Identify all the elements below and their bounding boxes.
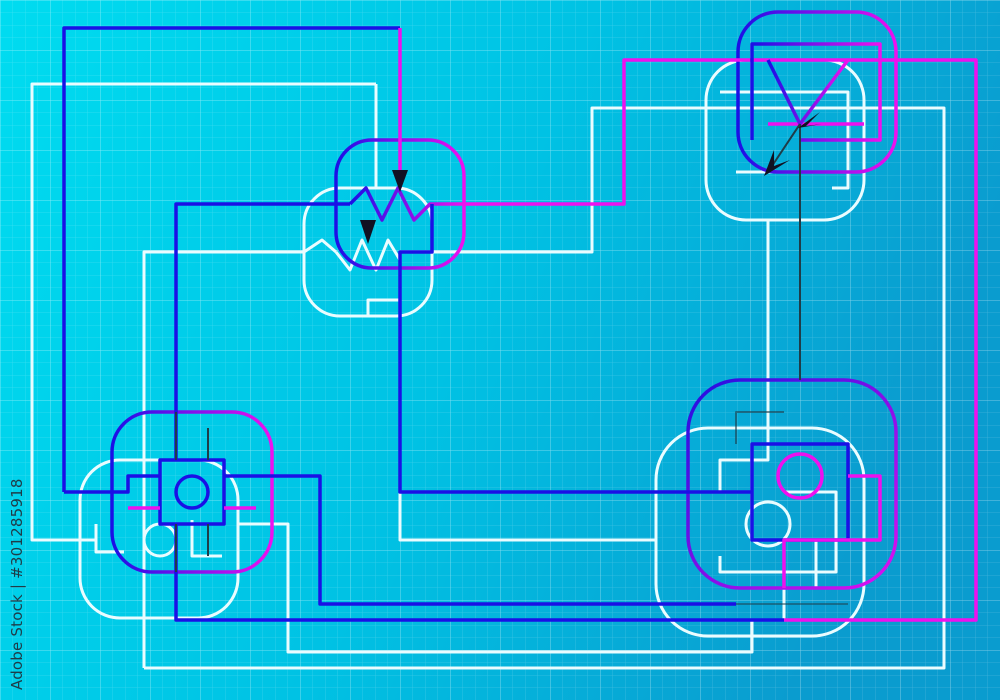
bl-core-box [158, 458, 226, 526]
blue-wire-3 [398, 204, 688, 494]
bl-wire-c [224, 474, 736, 606]
ghost-wire-4 [144, 106, 946, 670]
component-top-right [736, 10, 898, 174]
ghost-wire-13 [190, 520, 222, 558]
br-core-circle [776, 452, 824, 500]
ghost-wire-1 [30, 82, 376, 542]
blue-wire-2 [174, 202, 350, 460]
ghost-circle-right [744, 500, 792, 548]
br-wire-a [782, 474, 882, 588]
ghost-component-bottom-right [654, 426, 866, 638]
arrow-resistor-1 [392, 170, 408, 192]
transistor-frame [750, 42, 882, 142]
ghost-wire-12 [94, 524, 124, 554]
arrow-layer [360, 112, 822, 244]
bl-core-circle [174, 474, 210, 510]
ghost-resistor [334, 238, 402, 272]
arrow-transistor-1 [798, 112, 822, 128]
bl-wire-a [64, 474, 160, 494]
ghost-wire-3 [142, 238, 337, 668]
resistor-zigzag [348, 186, 464, 222]
arrow-resistor-2 [360, 220, 376, 244]
magenta-wire-2 [464, 58, 978, 622]
component-bottom-right [686, 378, 898, 590]
br-dark-lead [735, 411, 784, 444]
arrow-transistor-2 [764, 150, 790, 176]
ghost-wire-8 [718, 490, 838, 574]
blue-wire-1 [62, 26, 400, 492]
color-wire-layer [62, 10, 978, 622]
stock-id-label: Adobe Stock | #301285918 [8, 478, 26, 690]
